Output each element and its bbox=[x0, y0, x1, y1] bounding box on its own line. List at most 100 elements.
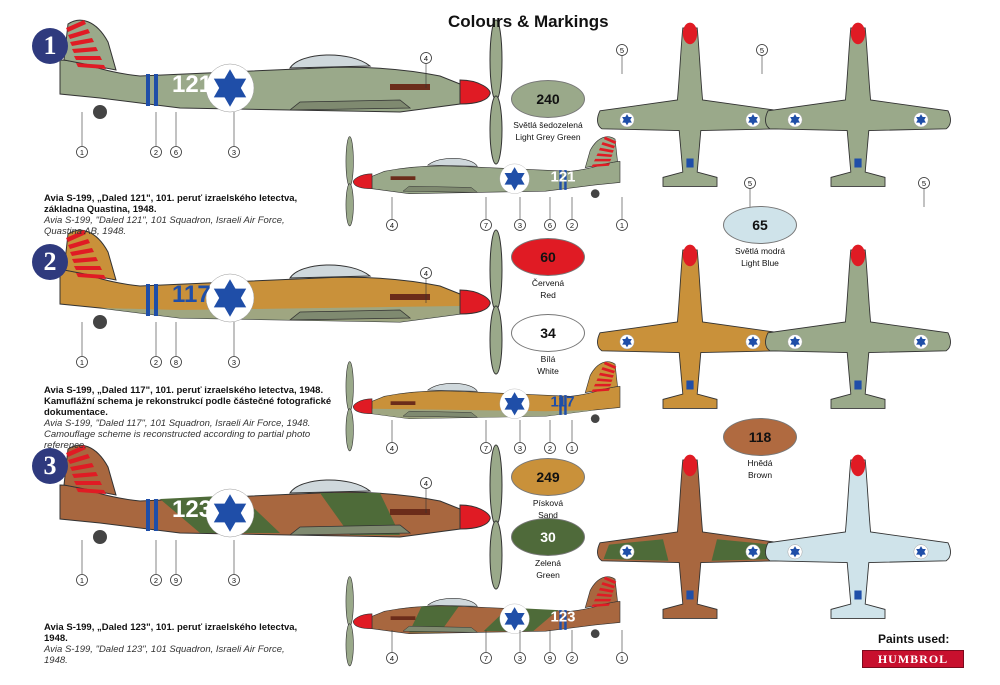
rudder-stripe bbox=[66, 20, 86, 32]
star-of-david-icon bbox=[916, 116, 926, 126]
callout-marker bbox=[170, 146, 182, 158]
callout-number: 1 bbox=[620, 654, 624, 663]
propeller-blade bbox=[489, 305, 503, 375]
callout-number: 2 bbox=[570, 654, 574, 663]
plan-view-lower bbox=[765, 22, 951, 187]
canopy bbox=[426, 597, 478, 607]
tail-band bbox=[854, 158, 862, 168]
callout-marker bbox=[480, 219, 492, 231]
callout-number: 1 bbox=[620, 221, 624, 230]
callout-marker bbox=[616, 44, 628, 56]
star-of-david-icon bbox=[916, 338, 926, 348]
tail-wheel bbox=[93, 105, 107, 119]
fuselage-band bbox=[146, 499, 150, 531]
scheme-caption: Avia S-199, „Daled 123", 101. peruť izra… bbox=[44, 622, 298, 666]
side-profile: 121 bbox=[59, 19, 503, 165]
spinner bbox=[353, 613, 373, 629]
paint-chip-249: 249 Písková Sand bbox=[502, 458, 594, 520]
star-of-david-icon bbox=[748, 548, 758, 558]
tail-band bbox=[686, 380, 694, 390]
airframe bbox=[765, 459, 951, 619]
fuselage-band bbox=[564, 170, 567, 190]
fuselage-band bbox=[564, 610, 567, 630]
spinner bbox=[459, 504, 491, 530]
propeller-blade bbox=[345, 183, 354, 227]
callout-number: 7 bbox=[484, 654, 488, 663]
canopy bbox=[426, 157, 478, 167]
paint-swatch: 249 bbox=[511, 458, 585, 496]
airframe bbox=[765, 249, 951, 409]
paint-chip-34: 34 Bílá White bbox=[502, 314, 594, 376]
rudder-stripe bbox=[68, 29, 90, 39]
callout-number: 5 bbox=[760, 46, 764, 55]
star-of-david-icon bbox=[790, 116, 800, 126]
paint-name-english: Sand bbox=[538, 510, 558, 520]
rudder-stripe bbox=[72, 47, 98, 53]
fuselage-band bbox=[154, 499, 158, 531]
callout-number: 3 bbox=[518, 444, 522, 453]
callout-marker bbox=[566, 219, 578, 231]
paint-name-czech: Červená bbox=[531, 278, 565, 288]
callout-number: 5 bbox=[922, 179, 926, 188]
callout-marker bbox=[616, 652, 628, 664]
paint-name-english: Light Grey Green bbox=[515, 132, 581, 142]
fuselage-band bbox=[146, 284, 150, 316]
spinner bbox=[459, 289, 491, 315]
propeller-blade bbox=[489, 520, 503, 590]
callout-marker bbox=[228, 574, 240, 586]
callout-marker bbox=[756, 44, 768, 56]
rudder-stripe bbox=[76, 488, 106, 494]
callout-marker bbox=[514, 442, 526, 454]
camo-patch bbox=[409, 606, 459, 633]
rudder-stripe bbox=[66, 445, 86, 457]
scheme-caption: Avia S-199, „Daled 117", 101. peruť izra… bbox=[44, 385, 332, 451]
callout-number: 7 bbox=[484, 221, 488, 230]
rudder-stripe bbox=[603, 136, 617, 145]
spinner bbox=[353, 173, 373, 189]
callout-number: 8 bbox=[174, 358, 178, 367]
spinner bbox=[459, 79, 491, 105]
rudder-stripe bbox=[74, 481, 102, 485]
paint-name-czech: Zelená bbox=[535, 558, 561, 568]
callout-number: 9 bbox=[174, 576, 178, 585]
rudder-stripe bbox=[76, 273, 106, 279]
callout-number: 3 bbox=[232, 148, 236, 157]
callout-number: 5 bbox=[620, 46, 624, 55]
propeller-blade bbox=[489, 19, 503, 101]
paint-chip-118: 118 Hnědá Brown bbox=[714, 418, 806, 480]
callout-number: 1 bbox=[80, 148, 84, 157]
star-of-david-icon bbox=[622, 116, 632, 126]
rudder-stripe bbox=[593, 383, 612, 387]
star-of-david-icon bbox=[213, 78, 247, 107]
propeller-blade bbox=[489, 444, 503, 526]
callout-marker bbox=[386, 442, 398, 454]
aircraft-code: 117 bbox=[551, 394, 575, 410]
spinner bbox=[682, 22, 698, 45]
callout-number: 2 bbox=[154, 576, 158, 585]
rudder-stripe bbox=[601, 582, 616, 589]
aircraft-code: 121 bbox=[172, 71, 212, 98]
tail-wheel bbox=[93, 315, 107, 329]
plan-view-lower bbox=[765, 244, 951, 409]
plan-view-upper bbox=[597, 22, 783, 187]
tail-wheel bbox=[590, 414, 600, 423]
paint-chip-65: 65 Světlá modrá Light Blue bbox=[714, 206, 806, 268]
spinner bbox=[682, 454, 698, 477]
propeller-blade bbox=[489, 229, 503, 311]
callout-marker bbox=[170, 574, 182, 586]
star-of-david-icon bbox=[213, 503, 247, 532]
star-of-david-icon bbox=[504, 397, 525, 416]
callout-marker bbox=[544, 652, 556, 664]
star-of-david-icon bbox=[916, 548, 926, 558]
callout-marker bbox=[228, 356, 240, 368]
callout-marker bbox=[514, 219, 526, 231]
paint-chip-60: 60 Červená Red bbox=[502, 238, 594, 300]
tail-wheel bbox=[590, 629, 600, 638]
exhaust bbox=[390, 616, 416, 620]
fuselage-band bbox=[559, 170, 562, 190]
side-profile: 117 bbox=[59, 229, 503, 375]
rudder-stripe bbox=[601, 367, 616, 374]
scheme-number-badge: 2 bbox=[32, 244, 68, 280]
side-profile: 121 bbox=[345, 136, 621, 227]
exhaust bbox=[390, 84, 430, 90]
